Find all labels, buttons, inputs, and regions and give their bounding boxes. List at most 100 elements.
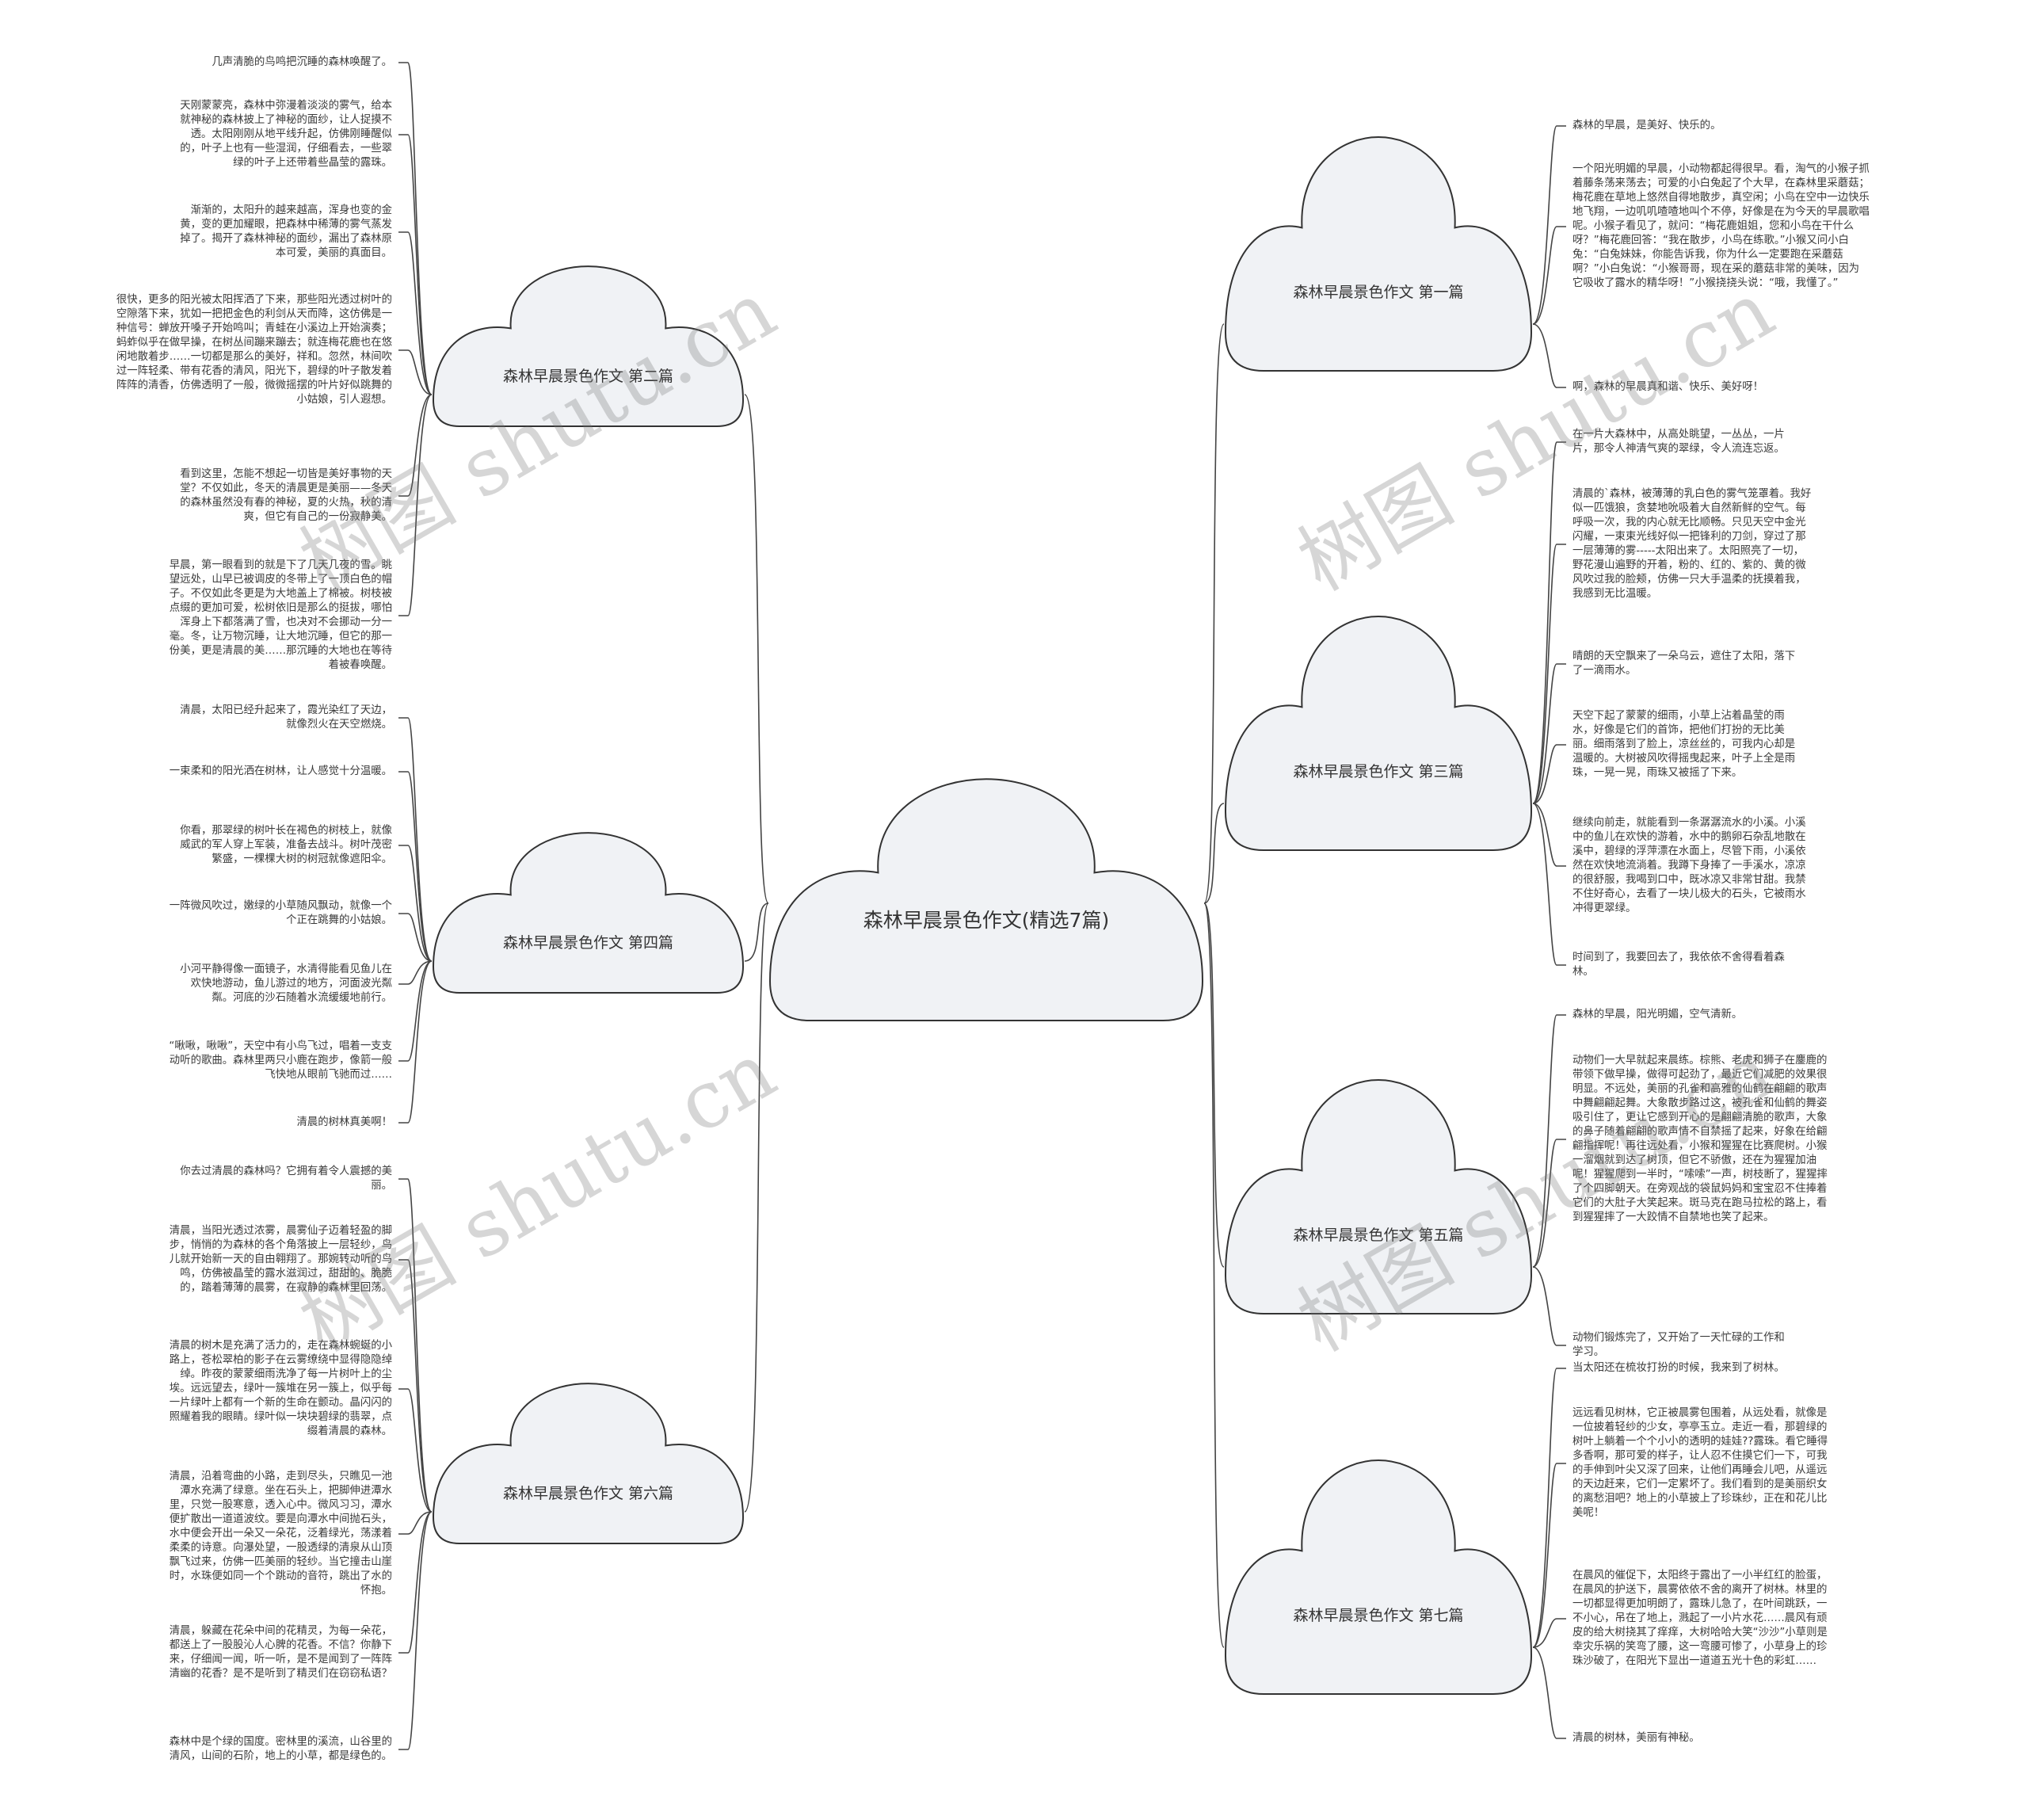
branch-to-leaf-line (1532, 803, 1566, 966)
cloud-outline (768, 778, 1204, 1021)
branch-topic-title: 森林早晨景色作文 第四篇 (502, 934, 674, 952)
branch-topic-2[interactable]: 森林早晨景色作文 第二篇 (432, 261, 745, 428)
cloud-outline (1224, 1459, 1533, 1695)
branch-to-leaf-line (1532, 1463, 1566, 1648)
branch-topic-title: 森林早晨景色作文 第七篇 (1293, 1607, 1464, 1625)
leaf-text: 很快，更多的阳光被太阳挥洒了下来，那些阳光透过树叶的空隙落下来，犹如一把把金色的… (116, 294, 392, 406)
leaf-text: 晴朗的天空飘来了一朵乌云，遮住了太阳，落下了一滴雨水。 (1572, 651, 1796, 677)
leaf-text: 看到这里，怎能不想起一切皆是美好事物的天堂？不仅如此，冬天的清晨更是美丽——冬天… (180, 468, 392, 523)
root-to-branch-line (1203, 902, 1225, 1268)
leaf-text: 早晨，第一眼看到的就是下了几天几夜的雪。眺望远处，山早已被调皮的冬带上了一顶白色… (169, 559, 392, 671)
leaf-text: 一个阳光明媚的早晨，小动物都起得很早。看，淘气的小猴子抓着藤条荡来荡去；可爱的小… (1572, 163, 1870, 289)
leaf-text: 天刚蒙蒙亮，森林中弥漫着淡淡的雾气，给本就神秘的森林披上了神秘的面纱，让人捉摸不… (180, 100, 392, 169)
leaf-text: 森林中是个绿的国度。密林里的溪流，山谷里的清风，山间的石阶，地上的小草，都是绿色… (169, 1736, 392, 1762)
leaf-text: 在晨风的催促下，太阳终于露出了一小半红红的脸蛋，在晨风的护送下，晨雾依依不舍的离… (1572, 1570, 1828, 1667)
branch-to-leaf-line (398, 960, 433, 985)
branch-topic-7[interactable]: 森林早晨景色作文 第七篇 (1224, 1454, 1533, 1696)
branch-cloud-shape (432, 1383, 745, 1544)
branch-topic-1[interactable]: 森林早晨景色作文 第一篇 (1224, 131, 1533, 372)
branch-to-leaf-line (1532, 1014, 1566, 1268)
branch-to-leaf-line (1532, 441, 1566, 804)
branch-cloud-shape (432, 265, 745, 427)
branch-to-leaf-line (398, 394, 433, 497)
leaf-text: 啊，森林的早晨真和谐、快乐、美好呀！ (1572, 381, 1764, 393)
branch-to-leaf-line (1532, 1368, 1566, 1648)
leaf-text: 动物们锻炼完了，又开始了一天忙碌的工作和学习。 (1572, 1332, 1785, 1358)
root-to-branch-line (1203, 323, 1225, 904)
branch-to-leaf-line (398, 1178, 433, 1513)
leaf-text: 一束柔和的阳光洒在树林，让人感觉十分温暖。 (169, 765, 392, 777)
leaf-text: 森林的早晨，是美好、快乐的。 (1572, 120, 1721, 132)
branch-cloud-shape (1224, 1459, 1533, 1695)
leaf-text: 在一片大森林中，从高处眺望，一丛丛，一片片，那令人神清气爽的翠绿，令人流连忘返。 (1572, 429, 1785, 455)
branch-to-leaf-line (398, 1511, 433, 1535)
leaf-text: 你看，那翠绿的树叶长在褐色的树枝上，就像威武的军人穿上军装，准备去战斗。树叶茂密… (180, 825, 392, 865)
leaf-text: 当太阳还在梳妆打扮的时候，我来到了树林。 (1572, 1362, 1785, 1374)
branch-to-leaf-line (1532, 226, 1566, 325)
branch-to-leaf-line (398, 349, 433, 395)
root-topic-title: 森林早晨景色作文(精选7篇) (863, 909, 1110, 932)
cloud-outline (1224, 616, 1533, 851)
branch-to-leaf-line (398, 1388, 433, 1513)
branch-to-leaf-line (1532, 323, 1566, 388)
branch-cloud-shape (1224, 136, 1533, 372)
cloud-outline (432, 265, 745, 427)
branch-to-leaf-line (1532, 1618, 1566, 1648)
branch-to-leaf-line (1532, 1266, 1566, 1346)
leaf-text: 清晨，当阳光透过浓雾，晨雾仙子迈着轻盈的脚步，悄悄的为森林的各个角落披上一层轻纱… (169, 1225, 392, 1294)
leaf-text: 清晨的`森林，被薄薄的乳白色的雾气笼罩着。我好似一匹饿狼，贪婪地吮吸着大自然新鲜… (1572, 488, 1812, 600)
branch-topic-6[interactable]: 森林早晨景色作文 第六篇 (432, 1379, 745, 1545)
leaf-text: 清晨，沿着弯曲的小路，走到尽头，只瞧见一池潭水充满了绿意。坐在石头上，把脚伸进潭… (169, 1471, 392, 1597)
root-topic[interactable]: 森林早晨景色作文(精选7篇) (768, 773, 1204, 1022)
branch-topic-3[interactable]: 森林早晨景色作文 第三篇 (1224, 610, 1533, 852)
leaf-text: “啾啾，啾啾”，天空中有小鸟飞过，唱着一支支动听的歌曲。森林里两只小鹿在跑步，像… (169, 1040, 392, 1081)
branch-to-leaf-line (398, 1511, 433, 1750)
branch-topic-title: 森林早晨景色作文 第五篇 (1293, 1227, 1464, 1245)
branch-to-leaf-line (1532, 744, 1566, 804)
leaf-text: 几声清脆的鸟鸣把沉睡的森林唤醒了。 (212, 56, 392, 68)
leaf-text: 清晨，太阳已经升起来了，霞光染红了天边，就像烈火在天空燃烧。 (180, 704, 392, 731)
branch-to-leaf-line (1532, 803, 1566, 867)
leaf-text: 天空下起了蒙蒙的细雨，小草上沾着晶莹的雨水，好像是它们的首饰，把他们打扮的无比美… (1572, 710, 1796, 779)
branch-to-leaf-line (398, 960, 433, 1062)
branch-topic-5[interactable]: 森林早晨景色作文 第五篇 (1224, 1074, 1533, 1315)
branch-to-leaf-line (1532, 544, 1566, 804)
branch-to-leaf-line (1532, 1139, 1566, 1268)
branch-cloud-shape (432, 832, 745, 994)
cloud-outline (432, 832, 745, 994)
leaf-text: 远远看见树林，它正被晨雾包围着，从远处看，就像是一位披着轻纱的少女，亭亭玉立。走… (1572, 1407, 1828, 1519)
leaf-text: 清晨的树林，美丽有神秘。 (1572, 1732, 1700, 1744)
branch-topic-title: 森林早晨景色作文 第六篇 (502, 1485, 674, 1503)
branch-to-leaf-line (398, 1259, 433, 1513)
leaf-text: 继续向前走，就能看到一条潺潺流水的小溪。小溪中的鱼儿在欢快的游着，水中的鹅卵石杂… (1572, 817, 1806, 914)
root-cloud-shape (768, 778, 1204, 1021)
branch-to-leaf-line (398, 717, 433, 962)
branch-to-leaf-line (1532, 125, 1566, 325)
leaf-text: 一阵微风吹过，嫩绿的小草随风飘动，就像一个个正在跳舞的小姑娘。 (169, 900, 392, 926)
root-to-branch-line (744, 394, 769, 904)
root-to-branch-line (1203, 803, 1225, 904)
leaf-text: 清晨的树林真美啊！ (296, 1116, 392, 1128)
branch-topic-title: 森林早晨景色作文 第二篇 (502, 368, 674, 386)
root-to-branch-line (744, 902, 769, 1513)
branch-to-leaf-line (398, 771, 433, 962)
cloud-outline (1224, 1079, 1533, 1314)
cloud-outline (432, 1383, 745, 1544)
branch-topic-4[interactable]: 森林早晨景色作文 第四篇 (432, 828, 745, 994)
branch-to-leaf-line (1532, 1646, 1566, 1739)
leaf-text: 你去过清晨的森林吗？它拥有着令人震撼的美丽。 (180, 1166, 392, 1192)
branch-to-leaf-line (398, 960, 433, 1124)
branch-to-leaf-line (1532, 663, 1566, 804)
branch-to-leaf-line (398, 394, 433, 616)
branch-to-leaf-line (398, 134, 433, 395)
root-to-branch-line (744, 902, 769, 962)
branch-topic-title: 森林早晨景色作文 第一篇 (1293, 284, 1464, 302)
leaf-text: 小河平静得像一面镜子，水清得能看见鱼儿在欢快地游动，鱼儿游过的地方，河面波光粼粼… (180, 963, 392, 1004)
leaf-text: 森林的早晨，阳光明媚，空气清新。 (1572, 1009, 1743, 1021)
leaf-text: 清晨的树木是充满了活力的，走在森林蜿蜒的小路上，苍松翠柏的影子在云雾缭绕中显得隐… (169, 1340, 392, 1437)
leaf-text: 清晨，躲藏在花朵中间的花精灵，为每一朵花，都送上了一股股沁人心脾的花香。不信？你… (169, 1625, 392, 1680)
leaf-text: 动物们一大早就起来晨练。棕熊、老虎和狮子在鏖鹿的带领下做早操，做得可起劲了，最近… (1572, 1055, 1828, 1223)
branch-to-leaf-line (398, 845, 433, 962)
leaf-text: 时间到了，我要回去了，我依依不舍得看着森林。 (1572, 952, 1785, 978)
